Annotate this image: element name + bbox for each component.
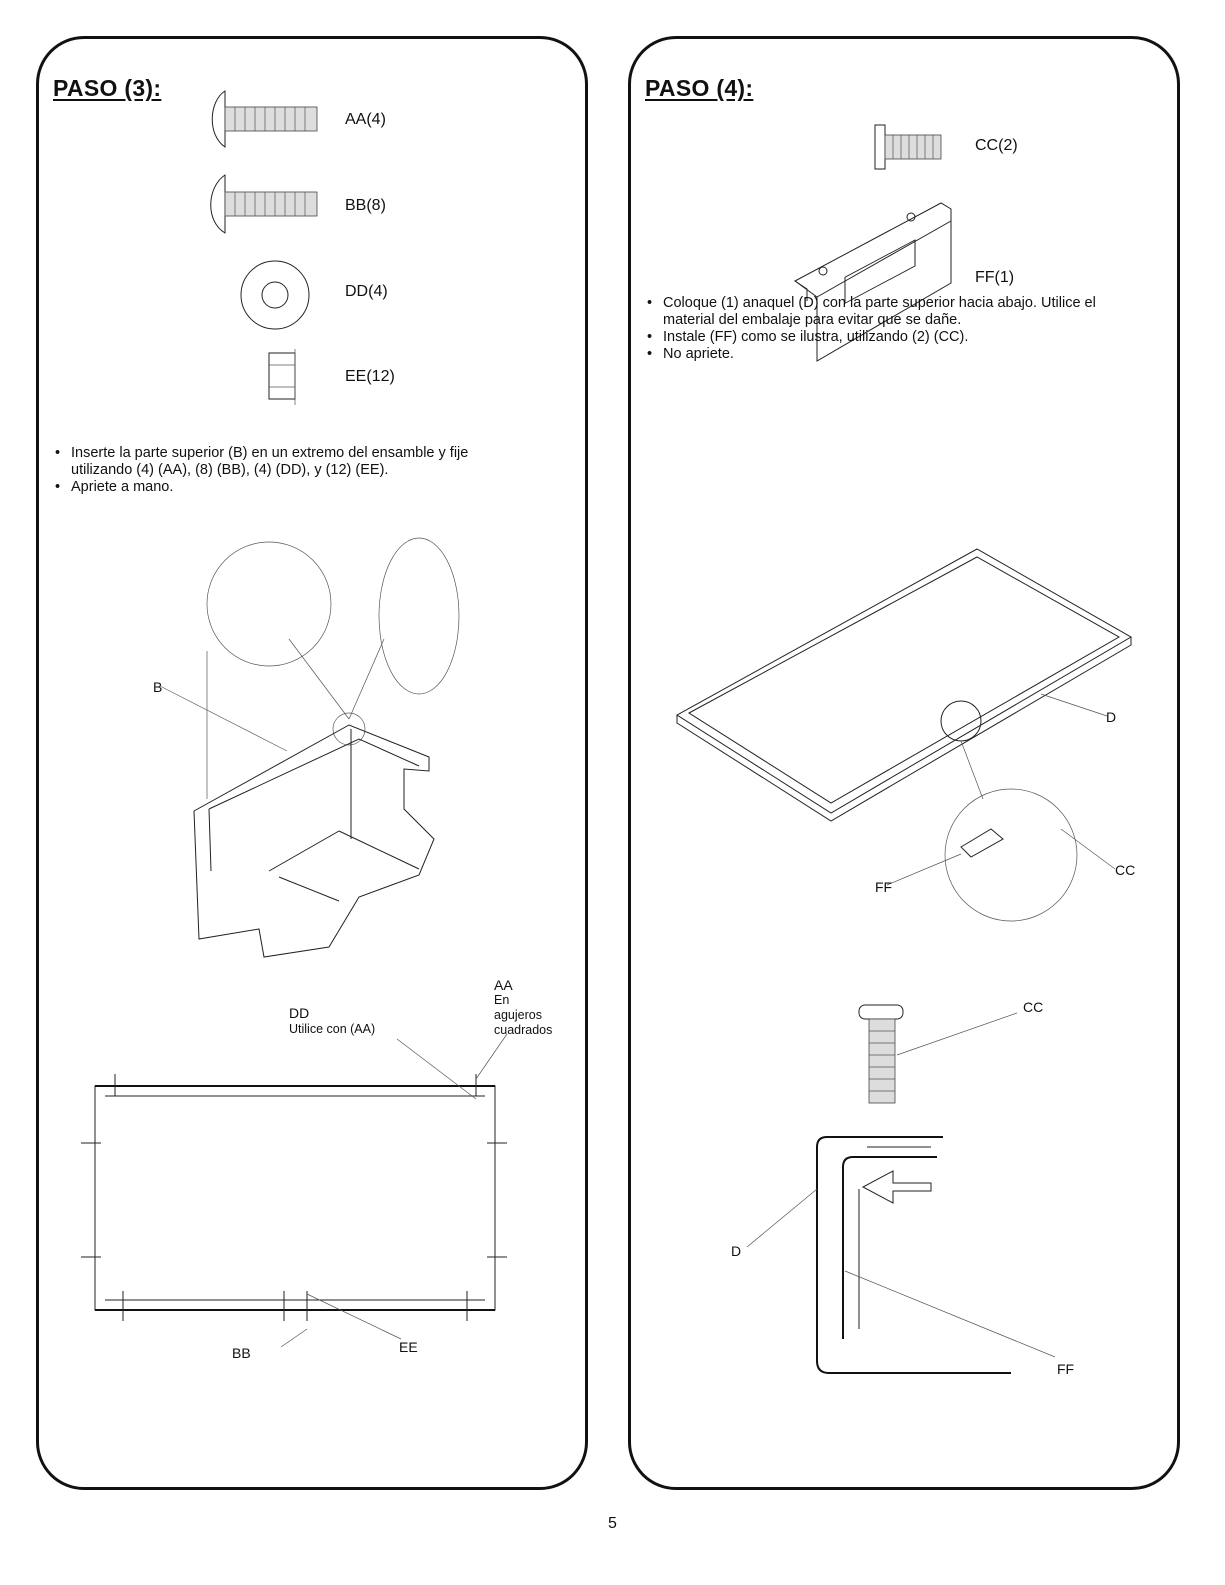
label-b: B [153,679,163,695]
label-d-detail: D [731,1243,742,1259]
step-3-illustrations [81,90,508,1348]
label-dd: DD [289,1005,310,1021]
carriage-bolt-long-icon [210,174,318,234]
instruction-item: Coloque (1) anaquel (D) con la parte sup… [647,295,1147,329]
label-ff-detail: FF [1057,1361,1075,1377]
screw-icon [874,124,942,170]
label-d: D [1106,709,1117,725]
part-ff-label: FF(1) [975,269,1015,286]
shelf-drawing [676,548,1132,922]
label-bb: BB [232,1345,251,1361]
label-aa-note-3: cuadrados [494,1023,553,1037]
label-aa: AA [494,977,513,993]
part-aa-label: AA(4) [345,111,386,128]
step-3-title: PASO (3): [53,75,162,101]
step-4-instructions: Coloque (1) anaquel (D) con la parte sup… [647,295,1147,363]
page-number: 5 [608,1515,617,1532]
part-cc-label: CC(2) [975,137,1018,154]
step-4-title: PASO (4): [645,75,754,101]
instruction-item: No apriete. [647,346,1147,363]
label-ff: FF [875,879,893,895]
step-4-panel: PASO (4): [628,36,1180,1490]
section-detail-drawing [746,1004,1056,1374]
label-cc: CC [1115,862,1136,878]
washer-icon [240,260,310,330]
step-4-illustrations [676,124,1132,1374]
top-panel-drawing [81,1033,508,1348]
step-3-instructions: Inserte la parte superior (B) en un extr… [55,445,525,496]
cabinet-assembly-drawing [159,537,460,958]
flange-nut-icon [268,349,296,405]
label-dd-note: Utilice con (AA) [289,1022,376,1036]
part-bb-label: BB(8) [345,197,386,214]
label-aa-note-2: agujeros [494,1008,542,1022]
instruction-item: Instale (FF) como se ilustra, utilizando… [647,329,1147,346]
label-cc-detail: CC [1023,999,1044,1015]
label-ee: EE [399,1339,418,1355]
instruction-item: Inserte la parte superior (B) en un extr… [55,445,525,479]
part-dd-label: DD(4) [345,283,388,300]
step-3-panel: PASO (3): [36,36,588,1490]
label-aa-note-1: En [494,993,510,1007]
part-ee-label: EE(12) [345,368,395,385]
instruction-item: Apriete a mano. [55,479,525,496]
carriage-bolt-short-icon [211,90,318,148]
